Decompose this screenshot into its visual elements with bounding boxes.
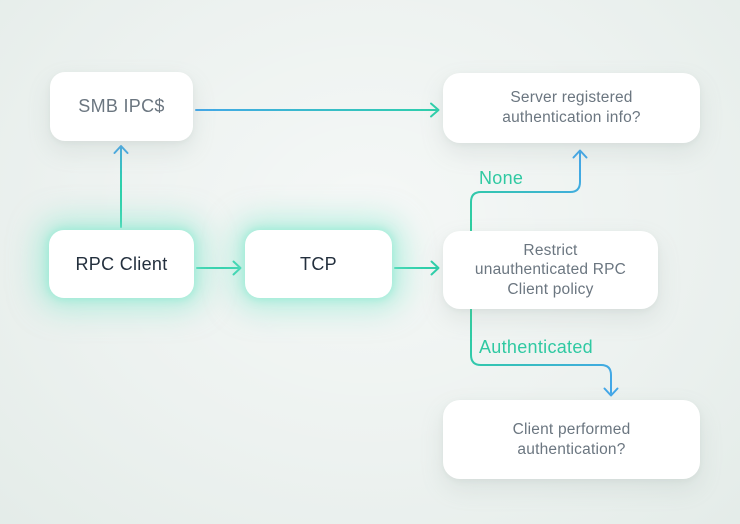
node-tcp: TCP	[245, 230, 392, 298]
arrow-up-icon	[113, 145, 129, 154]
edge-label-none: None	[479, 168, 524, 188]
edge-label-authenticated: Authenticated	[479, 337, 593, 357]
node-restrict-unauthenticated-rpc-policy-label: Restrict unauthenticated RPC Client poli…	[474, 241, 627, 298]
arrow-right-icon	[430, 102, 440, 118]
node-smb-ipc-label: SMB IPC$	[78, 96, 165, 116]
node-server-registered-auth-info: Server registered authentication info?	[443, 73, 700, 143]
arrow-right-icon	[232, 260, 242, 276]
arrow-down-icon	[603, 387, 619, 397]
arrow-up-icon	[572, 149, 588, 159]
node-client-performed-authentication-label: Client performed authentication?	[512, 420, 631, 458]
node-rpc-client-label: RPC Client	[75, 253, 168, 274]
arrow-right-icon	[430, 260, 440, 276]
node-client-performed-authentication: Client performed authentication?	[443, 400, 700, 479]
node-server-registered-auth-info-label: Server registered authentication info?	[502, 89, 641, 126]
edge-restrict-to-server	[470, 151, 581, 232]
node-smb-ipc: SMB IPC$	[50, 72, 193, 141]
node-rpc-client: RPC Client	[49, 230, 194, 298]
node-restrict-unauthenticated-rpc-policy: Restrict unauthenticated RPC Client poli…	[443, 231, 658, 309]
node-tcp-label: TCP	[300, 253, 337, 274]
